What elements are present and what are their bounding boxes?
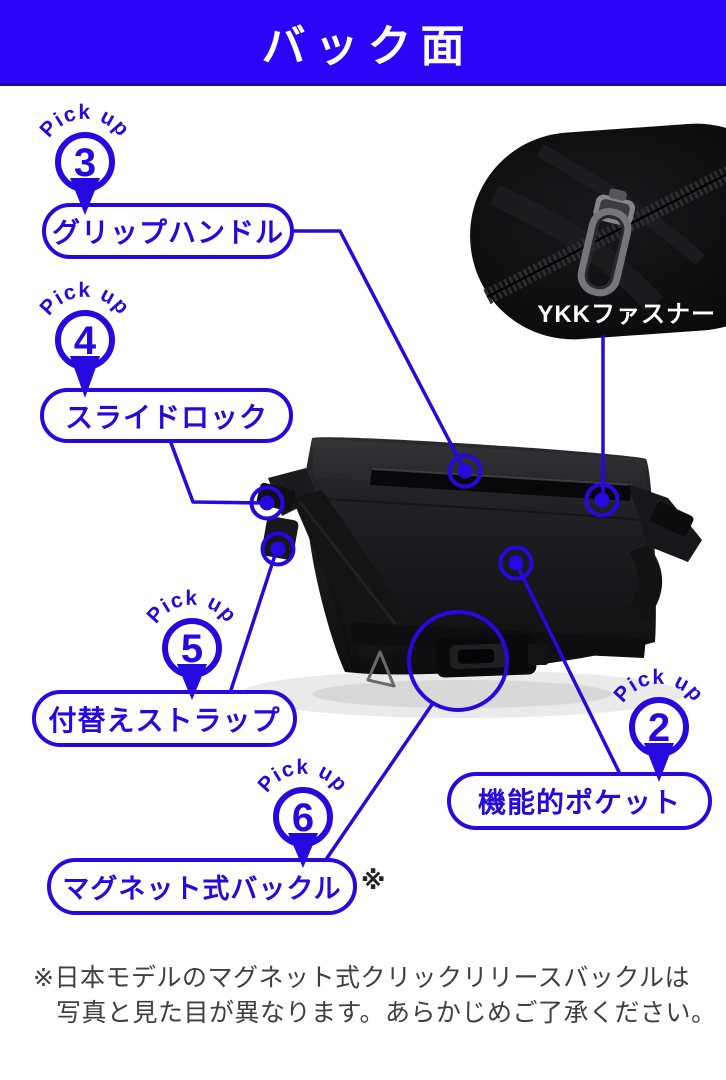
feature-label-text: マグネット式バックル	[62, 874, 342, 904]
footnote-line-2: 写真と見た目が異なります。あらかじめご了承ください。	[56, 999, 717, 1027]
feature-label-text: グリップハンドル	[51, 217, 284, 248]
zipper-inset-photo	[470, 123, 726, 340]
footnote-line-1: ※日本モデルのマグネット式クリックリリースバックルは	[33, 964, 690, 992]
feature-label-magnet-buckle: マグネット式バックル	[47, 858, 357, 915]
key-loop	[366, 650, 396, 688]
feature-label-text: 機能的ポケット	[477, 787, 681, 818]
feature-label-slide-lock: スライドロック	[40, 388, 293, 443]
zipper-pull	[577, 188, 636, 297]
page-title: バック面	[261, 21, 474, 71]
asterisk-mark: ※	[361, 867, 386, 895]
feature-label-grip-handle: グリップハンドル	[42, 203, 294, 259]
feature-label-functional-pocket: 機能的ポケット	[447, 772, 712, 830]
feature-label-text: スライドロック	[64, 401, 268, 433]
feature-label-replaceable-strap: 付替えストラップ	[32, 690, 297, 747]
inset-caption-ykk: YKKファスナー	[537, 301, 716, 328]
feature-label-text: 付替えストラップ	[48, 704, 281, 736]
right-strap	[627, 484, 702, 620]
header-bar: バック面	[0, 0, 726, 86]
